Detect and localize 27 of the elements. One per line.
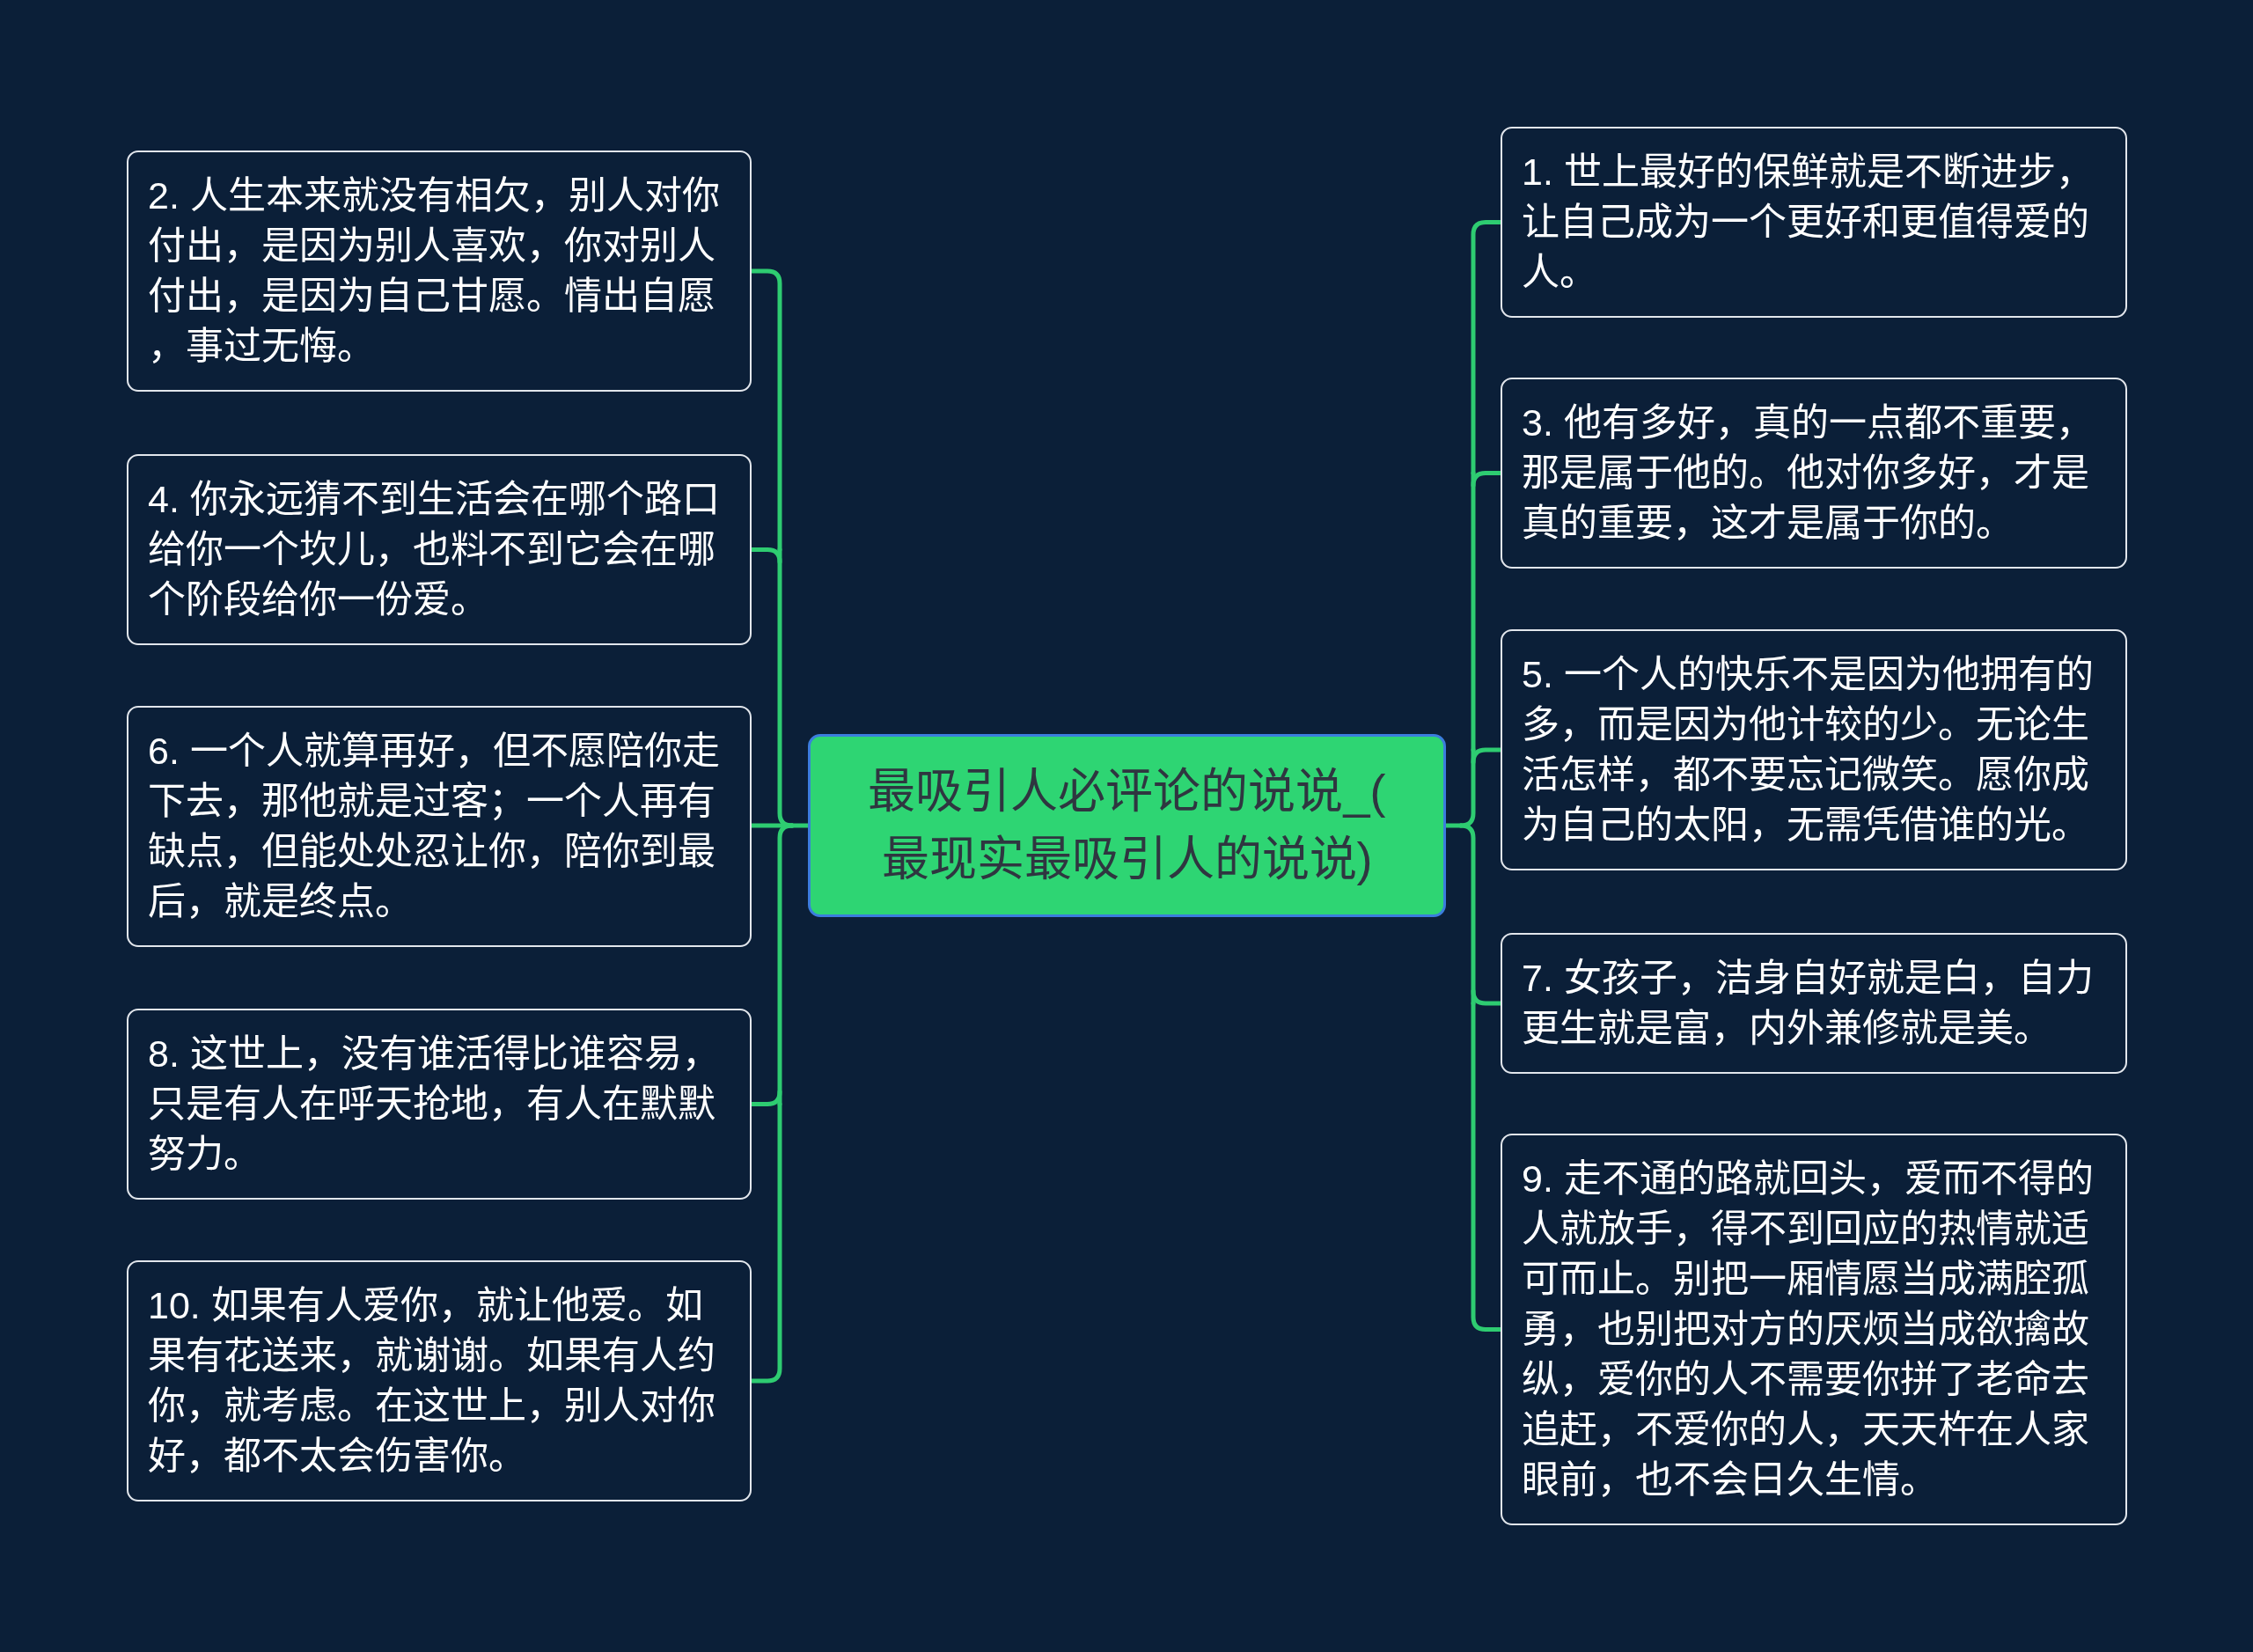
connector-line — [1471, 471, 1476, 753]
quote-text: 2. 人生本来就没有相欠，别人对你付出，是因为别人喜欢，你对别人付出，是因为自己甘愿。情出自愿，事过无悔。 — [148, 173, 721, 369]
quote-text: 5. 一个人的快乐不是因为他拥有的多，而是因为他计较的少。无论生活怎样，都不要忘记微笑。愿你成为自己的太阳，无需凭借谁的光。 — [1522, 652, 2095, 848]
quote-card — [1501, 629, 2127, 870]
topic-box — [808, 734, 1446, 917]
connector-line — [777, 823, 795, 1106]
quote-card — [127, 454, 752, 645]
topic-text: 最吸引人必评论的说说_(最现实最吸引人的说说) — [867, 764, 1387, 887]
quote-text: 7. 女孩子，洁身自好就是白，自力更生就是富，内外兼修就是美。 — [1522, 956, 2095, 1051]
quote-card — [1501, 378, 2127, 569]
quote-text: 10. 如果有人爱你，就让他爱。如果有花送来，就谢谢。如果有人约你，就考虑。在这世上，别人对你好，都不太会伤害你。 — [148, 1283, 716, 1479]
quote-text: 8. 这世上，没有谁活得比谁容易，只是有人在呼天抢地，有人在默默努力。 — [148, 1032, 721, 1177]
quote-card — [127, 1009, 752, 1200]
connector-line — [777, 547, 795, 828]
quote-card — [127, 151, 752, 392]
quote-card — [1501, 127, 2127, 318]
connector-line — [1458, 747, 1476, 828]
quote-text: 6. 一个人就算再好，但不愿陪你走下去，那他就是过客；一个人再有缺点，但能处处忍让你，陪你到最后，就是终点。 — [148, 729, 721, 924]
connector-line — [1458, 823, 1476, 1006]
quote-card — [1501, 933, 2127, 1074]
quote-card — [127, 1260, 752, 1501]
quote-card — [1501, 1134, 2127, 1525]
quote-card — [127, 706, 752, 947]
quote-text: 4. 你永远猜不到生活会在哪个路口给你一个坎儿，也料不到它会在哪个阶段给你一份爱。 — [148, 477, 721, 622]
quote-text: 9. 走不通的路就回头，爱而不得的人就放手，得不到回应的热情就适可而止。别把一厢情愿当成满腔孤勇，也别把对方的厌烦当成欲擒故纵，爱你的人不需要你拼了老命去追赶，不爱你的人，天天杵在人家眼前，也不会日久生情。 — [1522, 1156, 2095, 1502]
quote-text: 3. 他有多好，真的一点都不重要，那是属于他的。他对你多好，才是真的重要，这才是属于你的。 — [1522, 400, 2095, 546]
quote-text: 1. 世上最好的保鲜就是不断进步，让自己成为一个更好和更值得爱的人。 — [1522, 150, 2095, 295]
